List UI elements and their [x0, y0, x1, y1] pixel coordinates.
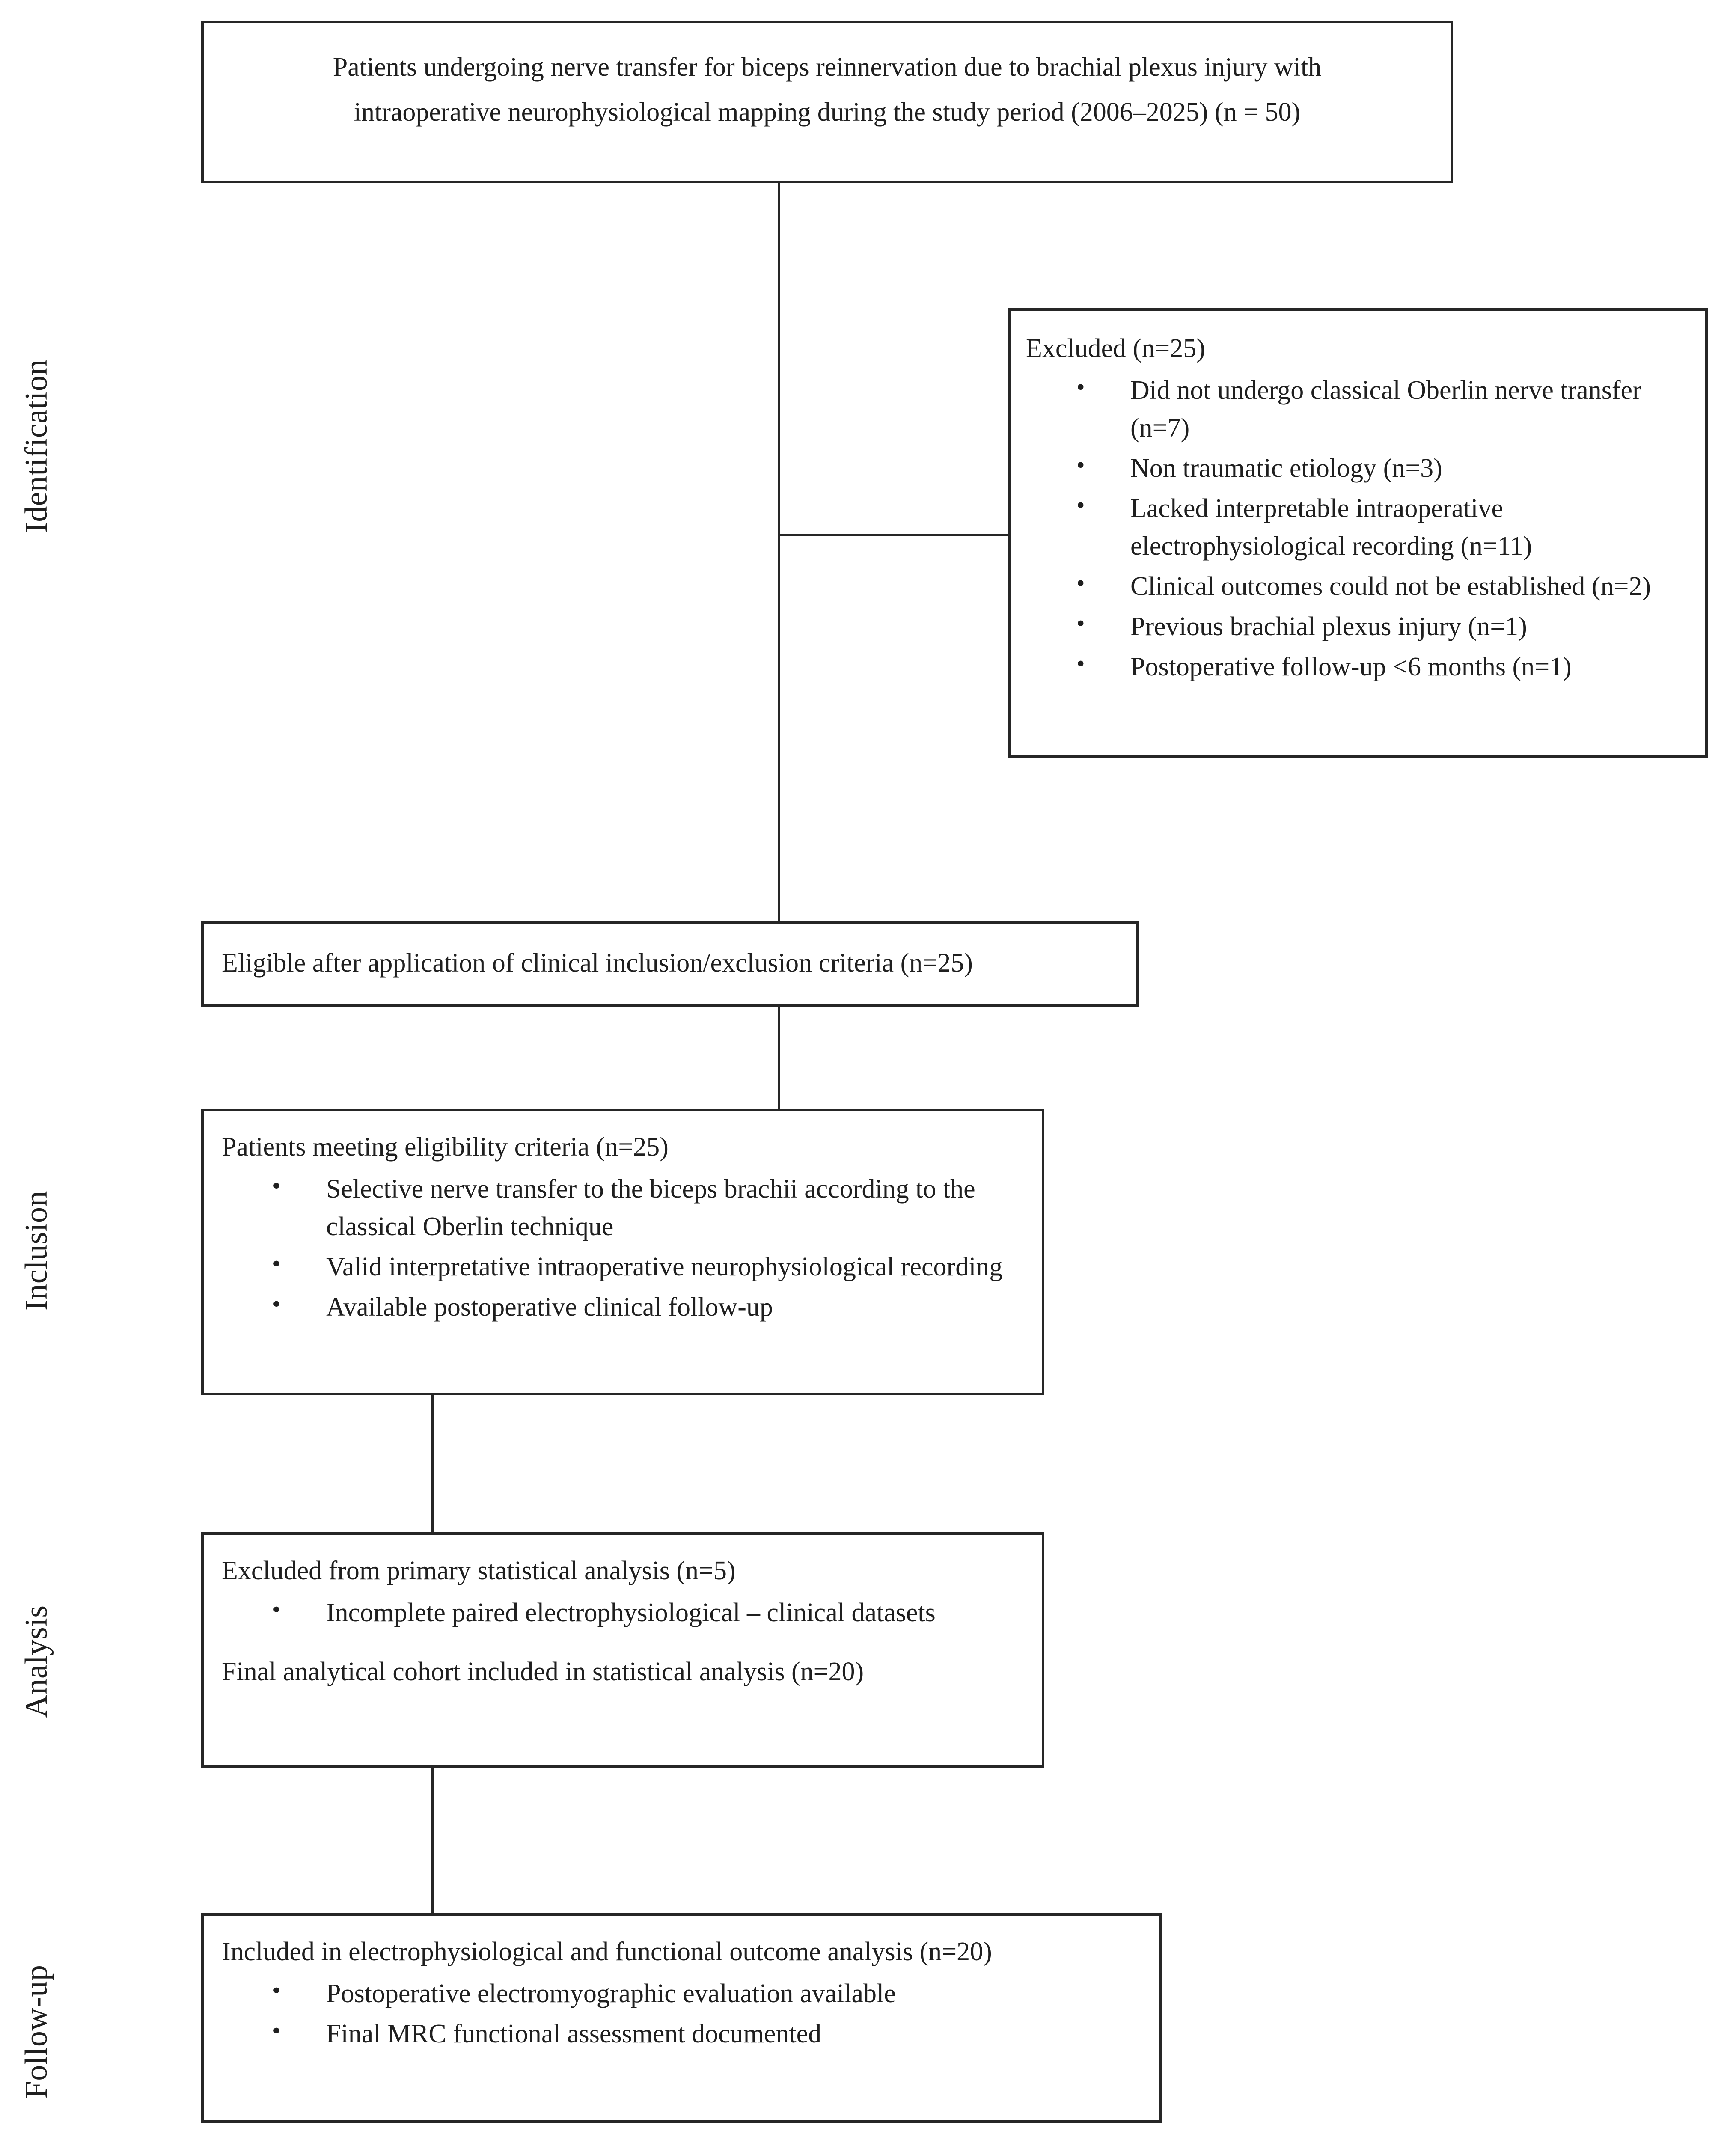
followup-heading: Included in electrophysiological and fun… — [222, 1937, 992, 1966]
excluded-bullet-list: Did not undergo classical Oberlin nerve … — [1026, 371, 1692, 686]
box-analysis: Excluded from primary statistical analys… — [201, 1532, 1044, 1768]
list-item: Available postoperative clinical follow-… — [272, 1287, 1029, 1326]
inclusion-bullet-list: Selective nerve transfer to the biceps b… — [222, 1169, 1029, 1326]
identification-source-line-2: intraoperative neurophysiological mappin… — [354, 97, 1301, 127]
connector-eligible-to-inclusion — [778, 1007, 780, 1109]
analysis-footer: Final analytical cohort included in stat… — [222, 1657, 864, 1687]
box-excluded: Excluded (n=25) Did not undergo classica… — [1008, 308, 1708, 758]
connector-branch-to-excluded — [778, 534, 1011, 536]
list-item: Previous brachial plexus injury (n=1) — [1076, 607, 1692, 645]
box-inclusion: Patients meeting eligibility criteria (n… — [201, 1109, 1044, 1395]
list-item: Final MRC functional assessment document… — [272, 2014, 1147, 2053]
box-followup: Included in electrophysiological and fun… — [201, 1913, 1162, 2123]
eligible-heading: Eligible after application of clinical i… — [222, 948, 973, 978]
followup-bullet-list: Postoperative electromyographic evaluati… — [222, 1974, 1147, 2053]
connector-source-to-eligible — [778, 183, 780, 921]
excluded-heading: Excluded (n=25) — [1026, 334, 1205, 363]
analysis-bullet-list: Incomplete paired electrophysiological –… — [222, 1593, 1029, 1632]
analysis-heading: Excluded from primary statistical analys… — [222, 1556, 736, 1585]
phase-label-inclusion: Inclusion — [19, 1191, 54, 1311]
phase-label-identification: Identification — [19, 359, 54, 533]
list-item: Postoperative electromyographic evaluati… — [272, 1974, 1147, 2012]
list-item: Non traumatic etiology (n=3) — [1076, 449, 1692, 487]
phase-label-followup: Follow-up — [19, 1965, 54, 2099]
connector-inclusion-to-analysis — [431, 1395, 434, 1533]
list-item: Valid interpretative intraoperative neur… — [272, 1247, 1029, 1286]
list-item: Selective nerve transfer to the biceps b… — [272, 1169, 1029, 1245]
list-item: Incomplete paired electrophysiological –… — [272, 1593, 1029, 1632]
list-item: Clinical outcomes could not be establish… — [1076, 567, 1692, 605]
box-identification-source: Patients undergoing nerve transfer for b… — [201, 21, 1453, 183]
connector-analysis-to-followup — [431, 1768, 434, 1914]
list-item: Did not undergo classical Oberlin nerve … — [1076, 371, 1692, 447]
box-eligible: Eligible after application of clinical i… — [201, 921, 1139, 1007]
inclusion-heading: Patients meeting eligibility criteria (n… — [222, 1132, 669, 1162]
list-item: Lacked interpretable intraoperative elec… — [1076, 489, 1692, 565]
identification-source-line-1: Patients undergoing nerve transfer for b… — [333, 53, 1322, 82]
analysis-spacer — [222, 1634, 1029, 1653]
phase-label-analysis: Analysis — [19, 1605, 54, 1718]
list-item: Postoperative follow-up <6 months (n=1) — [1076, 647, 1692, 686]
